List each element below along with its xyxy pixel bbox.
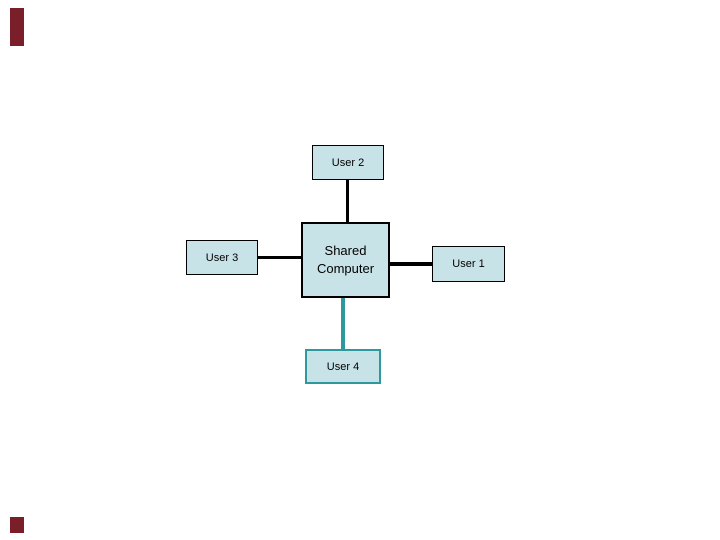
- node-user3-label: User 3: [205, 251, 239, 264]
- node-user1-label: User 1: [452, 258, 485, 270]
- connector-shared-user4: [341, 297, 345, 349]
- node-user1[interactable]: User 1: [432, 246, 505, 282]
- slide-accent-bar-top-left: [10, 8, 24, 46]
- node-user2-label: User 2: [331, 156, 365, 169]
- connector-shared-user1: [389, 262, 432, 266]
- node-shared-computer-label: Shared Computer: [316, 243, 375, 276]
- node-shared-computer[interactable]: Shared Computer: [301, 222, 390, 298]
- slide-accent-bar-bottom-left: [10, 517, 24, 533]
- connector-user3-shared: [257, 256, 301, 259]
- node-user4-label: User 4: [326, 360, 360, 373]
- connector-user2-shared: [346, 180, 349, 222]
- node-user3[interactable]: User 3: [186, 240, 258, 275]
- node-user4[interactable]: User 4: [305, 349, 381, 384]
- node-user2[interactable]: User 2: [312, 145, 384, 180]
